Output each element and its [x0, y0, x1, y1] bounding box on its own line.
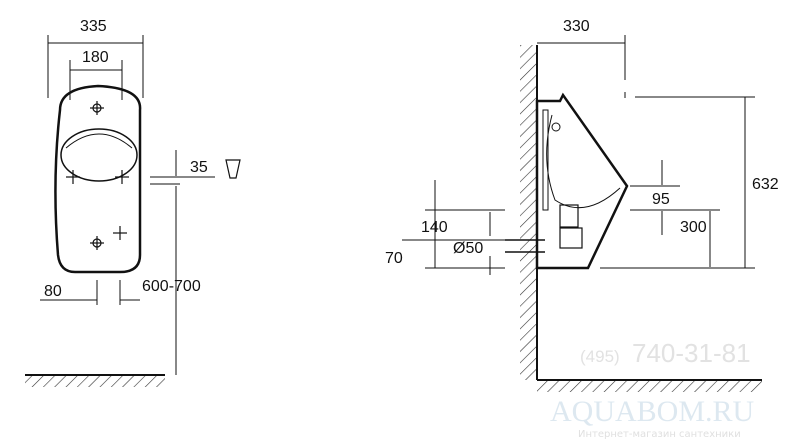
dim-width-holes: 180	[82, 49, 109, 66]
bowl-outline	[60, 128, 138, 182]
dim-width-total: 335	[80, 18, 107, 35]
dim-rim: 95	[652, 191, 670, 208]
dim-depth: 330	[563, 18, 590, 35]
inlet-icon	[225, 159, 241, 179]
dim-outlet-height: 300	[680, 219, 707, 236]
front-view	[25, 35, 241, 387]
dim-drain-offset: 70	[385, 250, 403, 267]
mount-hole-crosshairs	[66, 101, 129, 250]
watermark-site: AQUABOM.RU	[550, 395, 755, 428]
dim-drain-height: 140	[421, 219, 448, 236]
floor-hatch	[537, 380, 762, 392]
dim-drain-diameter: Ø50	[453, 240, 483, 257]
watermark-phone-prefix: (495)	[580, 347, 620, 366]
dim-height: 632	[752, 176, 779, 193]
dim-offset: 80	[44, 283, 62, 300]
dim-mount-height: 600-700	[142, 278, 201, 295]
watermark: (495) 740-31-81 AQUABOM.RU Интернет-мага…	[550, 338, 755, 440]
side-view	[402, 35, 762, 392]
watermark-phone: 740-31-81	[632, 338, 751, 368]
dim-inlet: 35	[190, 159, 208, 176]
floor-hatch	[25, 375, 165, 387]
wall-hatch	[520, 45, 537, 380]
watermark-tagline: Интернет-магазин сантехники	[578, 429, 741, 440]
urinal-side-outline	[535, 92, 629, 270]
urinal-front-outline	[54, 84, 142, 274]
